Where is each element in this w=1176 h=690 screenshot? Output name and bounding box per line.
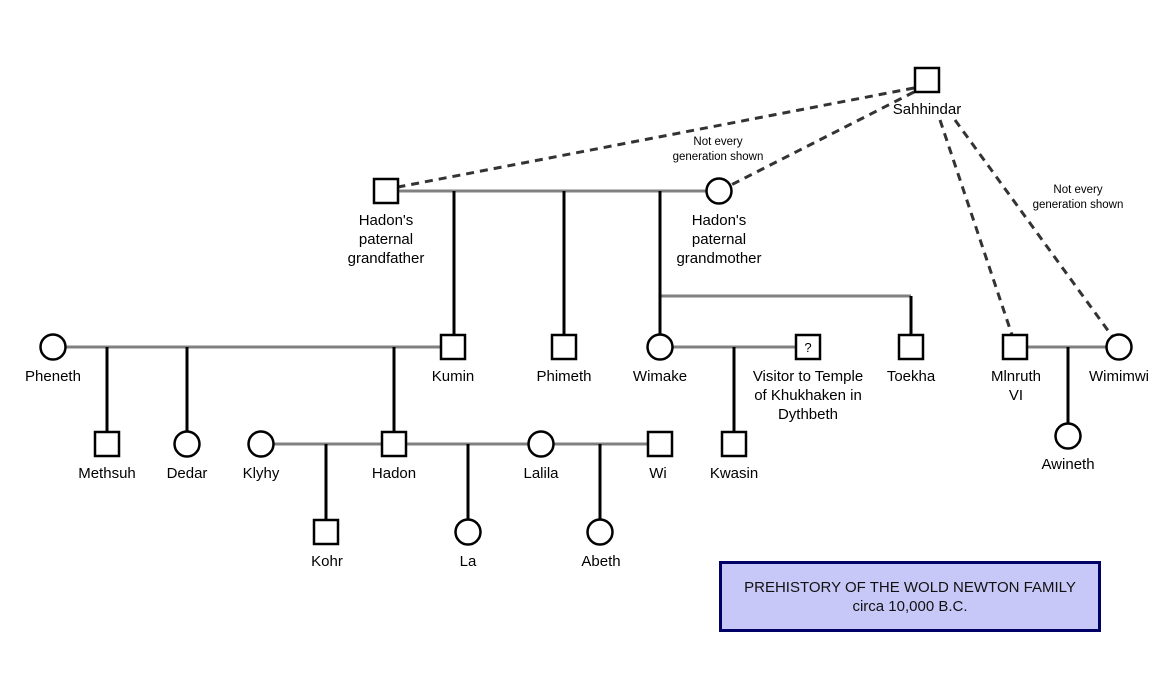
visitor-label-line-2: of Khukhaken in: [754, 387, 862, 404]
la-circle: [454, 518, 482, 546]
kohr-square: [312, 518, 340, 546]
kohr-label-line-1: Kohr: [311, 553, 343, 570]
mlnruth-label-line-1: Mlnruth: [991, 368, 1041, 385]
hadon-square: [380, 430, 408, 458]
visitor-mark: ?: [804, 340, 811, 355]
connector-lines: [65, 86, 1114, 520]
kwasin-square: [720, 430, 748, 458]
wimimwi-label-line-1: Wimimwi: [1089, 368, 1149, 385]
mlnruth-label-line-2: VI: [1009, 387, 1023, 404]
hadon-gm-circle: [705, 177, 733, 205]
sahhindar-label-line-1: Sahhindar: [893, 101, 961, 118]
toekha-label-line-1: Toekha: [887, 368, 936, 385]
wimimwi-circle: [1105, 333, 1133, 361]
title-box: PREHISTORY OF THE WOLD NEWTON FAMILY cir…: [719, 561, 1101, 632]
dashed-line-sahhindar-wimimwi: [953, 119, 1114, 337]
kwasin-label-line-1: Kwasin: [710, 465, 758, 482]
dashed-line-sahhindar-mlnruth: [938, 119, 1014, 336]
pheneth-circle: [39, 333, 67, 361]
hadon-label-line-1: Hadon: [372, 465, 416, 482]
hadon-gf-label-line-2: paternal: [359, 231, 413, 248]
hadon-gm-label-line-2: paternal: [692, 231, 746, 248]
person-nodes: ?: [39, 66, 1133, 546]
title-line-2: circa 10,000 B.C.: [852, 597, 968, 615]
lalila-circle: [527, 430, 555, 458]
la-label-line-1: La: [460, 553, 477, 570]
wi-square: [646, 430, 674, 458]
dashed-line-sahhindar-grandmother: [730, 90, 915, 187]
person-labels: SahhindarHadon'spaternalgrandfatherHadon…: [25, 101, 1149, 570]
note-1-line-2: generation shown: [673, 151, 764, 163]
hadon-gf-label-line-3: grandfather: [348, 250, 425, 267]
sahhindar-square: [913, 66, 941, 94]
phimeth-square: [550, 333, 578, 361]
hadon-gm-label-line-1: Hadon's: [692, 212, 747, 229]
methsuh-square: [93, 430, 121, 458]
note-1-line-1: Not every: [693, 136, 742, 148]
klyhy-label-line-1: Klyhy: [243, 465, 280, 482]
hadon-gf-square: [372, 177, 400, 205]
dedar-label-line-1: Dedar: [167, 465, 208, 482]
visitor-square: [794, 333, 822, 361]
abeth-circle: [586, 518, 614, 546]
phimeth-label-line-1: Phimeth: [536, 368, 591, 385]
title-line-1: PREHISTORY OF THE WOLD NEWTON FAMILY: [744, 578, 1076, 596]
wi-label-line-1: Wi: [649, 465, 667, 482]
awineth-circle: [1054, 422, 1082, 450]
wimake-label-line-1: Wimake: [633, 368, 687, 385]
hadon-gf-label-line-1: Hadon's: [359, 212, 414, 229]
awineth-label-line-1: Awineth: [1041, 456, 1094, 473]
klyhy-circle: [247, 430, 275, 458]
visitor-label-line-1: Visitor to Temple: [753, 368, 863, 385]
dashed-line-sahhindar-grandfather: [397, 86, 915, 189]
kumin-square: [439, 333, 467, 361]
abeth-label-line-1: Abeth: [581, 553, 620, 570]
mlnruth-square: [1001, 333, 1029, 361]
wimake-circle: [646, 333, 674, 361]
visitor-label-line-3: Dythbeth: [778, 406, 838, 423]
lalila-label-line-1: Lalila: [523, 465, 559, 482]
note-2-line-1: Not every: [1053, 184, 1102, 196]
methsuh-label-line-1: Methsuh: [78, 465, 136, 482]
kumin-label-line-1: Kumin: [432, 368, 475, 385]
dedar-circle: [173, 430, 201, 458]
note-2-line-2: generation shown: [1033, 199, 1124, 211]
hadon-gm-label-line-3: grandmother: [676, 250, 761, 267]
pheneth-label-line-1: Pheneth: [25, 368, 81, 385]
toekha-square: [897, 333, 925, 361]
